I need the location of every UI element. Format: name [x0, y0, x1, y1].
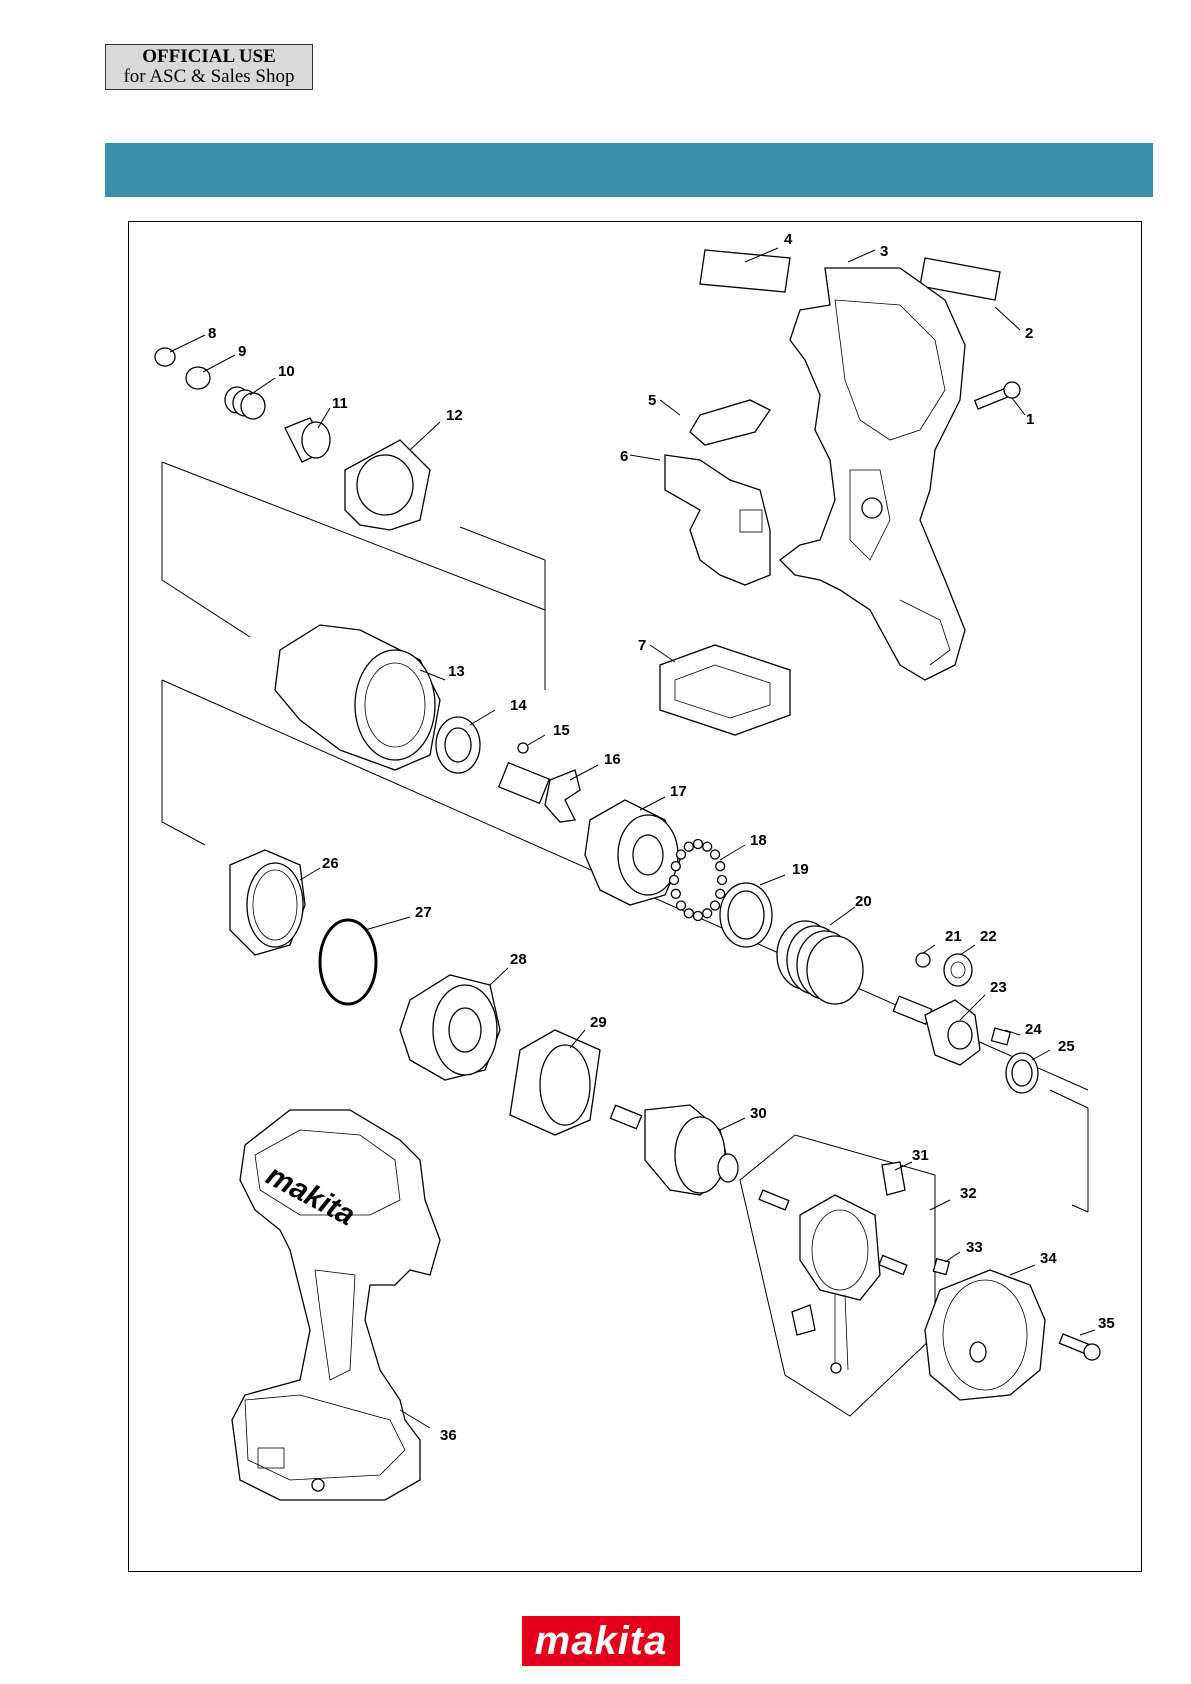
- compression-spring-20: [777, 921, 863, 1004]
- steel-ball: [703, 842, 712, 851]
- steel-ball: [718, 876, 727, 885]
- part-number-label: 16: [604, 751, 621, 768]
- ring-gear-26: [230, 850, 305, 955]
- part-number-label: 6: [620, 448, 628, 465]
- steel-ball: [711, 850, 720, 859]
- part-number-label: 10: [278, 363, 295, 380]
- steel-ball: [671, 862, 680, 871]
- insulation-sleeve-29: [510, 1030, 600, 1135]
- part-number-label: 19: [792, 861, 809, 878]
- part-number-label: 3: [880, 243, 888, 260]
- anvil-16: [499, 763, 580, 822]
- part-number-label: 2: [1025, 325, 1033, 342]
- steel-ball-21: [916, 953, 930, 967]
- steel-ball: [670, 876, 679, 885]
- part-number-label: 27: [415, 904, 432, 921]
- part-number-label: 30: [750, 1105, 767, 1122]
- label-sticker-4: [700, 250, 790, 292]
- part-number-label: 21: [945, 928, 962, 945]
- group-bracket-line: [1050, 1090, 1088, 1108]
- gear-housing-28: [400, 975, 500, 1080]
- part-number-label: 26: [322, 855, 339, 872]
- ball-15: [518, 743, 528, 753]
- spindle-23: [893, 996, 980, 1065]
- hammer-case-13: [275, 625, 440, 770]
- o-ring-27: [320, 920, 376, 1004]
- steel-balls-18: [670, 840, 727, 921]
- part-number-label: 9: [238, 343, 246, 360]
- rear-cover-34: [925, 1270, 1045, 1400]
- steel-ball: [703, 909, 712, 918]
- part-number-label: 28: [510, 951, 527, 968]
- part-number-label: 13: [448, 663, 465, 680]
- part-number-label: 11: [332, 395, 348, 412]
- part-number-label: 31: [912, 1147, 929, 1164]
- group-bracket-line: [1072, 1205, 1088, 1212]
- part-number-label: 17: [670, 783, 687, 800]
- rotor-30: [610, 1105, 738, 1195]
- steel-ball: [677, 850, 686, 859]
- part-number-label: 33: [966, 1239, 983, 1256]
- makita-logo-text: makita: [522, 1618, 680, 1664]
- part-number-label: 7: [638, 637, 646, 654]
- part-number-label: 18: [750, 832, 767, 849]
- steel-ball: [694, 840, 703, 849]
- bumper-12: [345, 440, 430, 530]
- screw-1: [975, 382, 1020, 409]
- part-number-label: 20: [855, 893, 872, 910]
- steel-ball: [716, 889, 725, 898]
- part-number-label: 12: [446, 407, 463, 424]
- part-number-label: 23: [990, 979, 1007, 996]
- part-number-label: 36: [440, 1427, 457, 1444]
- group-bracket-gear: [162, 680, 205, 845]
- part-number-label: 4: [784, 231, 793, 248]
- hammer-17: [585, 800, 680, 905]
- steel-ball: [694, 912, 703, 921]
- part-number-label: 34: [1040, 1250, 1057, 1267]
- washer-14: [436, 717, 480, 773]
- steel-ball: [684, 842, 693, 851]
- part-number-label: 35: [1098, 1315, 1115, 1332]
- part-number-label: 25: [1058, 1038, 1075, 1055]
- steel-ball: [711, 901, 720, 910]
- part-number-label: 22: [980, 928, 997, 945]
- part-number-label: 32: [960, 1185, 977, 1202]
- steel-ball: [677, 901, 686, 910]
- part-number-label: 8: [208, 325, 216, 342]
- steel-ball: [684, 909, 693, 918]
- housing-boss: [862, 498, 882, 518]
- flat-washer-19: [720, 883, 772, 947]
- part-number-label: 1: [1026, 411, 1034, 428]
- screw-35: [1059, 1334, 1100, 1360]
- switch-lever-5: [690, 400, 770, 445]
- housing-set-36: makita: [232, 1110, 440, 1500]
- part-number-label: 14: [510, 697, 527, 714]
- spring-10: [225, 387, 265, 419]
- spur-gear-22: [944, 954, 972, 986]
- group-bracket-front: [162, 462, 250, 637]
- part-number-label: 15: [553, 722, 570, 739]
- part-number-label: 29: [590, 1014, 607, 1031]
- steel-ball: [671, 889, 680, 898]
- base-plate-7: [660, 645, 790, 735]
- steel-ball: [716, 862, 725, 871]
- sleeve-11: [285, 418, 330, 462]
- controller-32: [759, 1190, 907, 1373]
- part-number-label: 24: [1025, 1021, 1042, 1038]
- group-bracket-line: [460, 527, 545, 560]
- switch-6: [665, 455, 770, 585]
- part-number-label: 5: [648, 392, 656, 409]
